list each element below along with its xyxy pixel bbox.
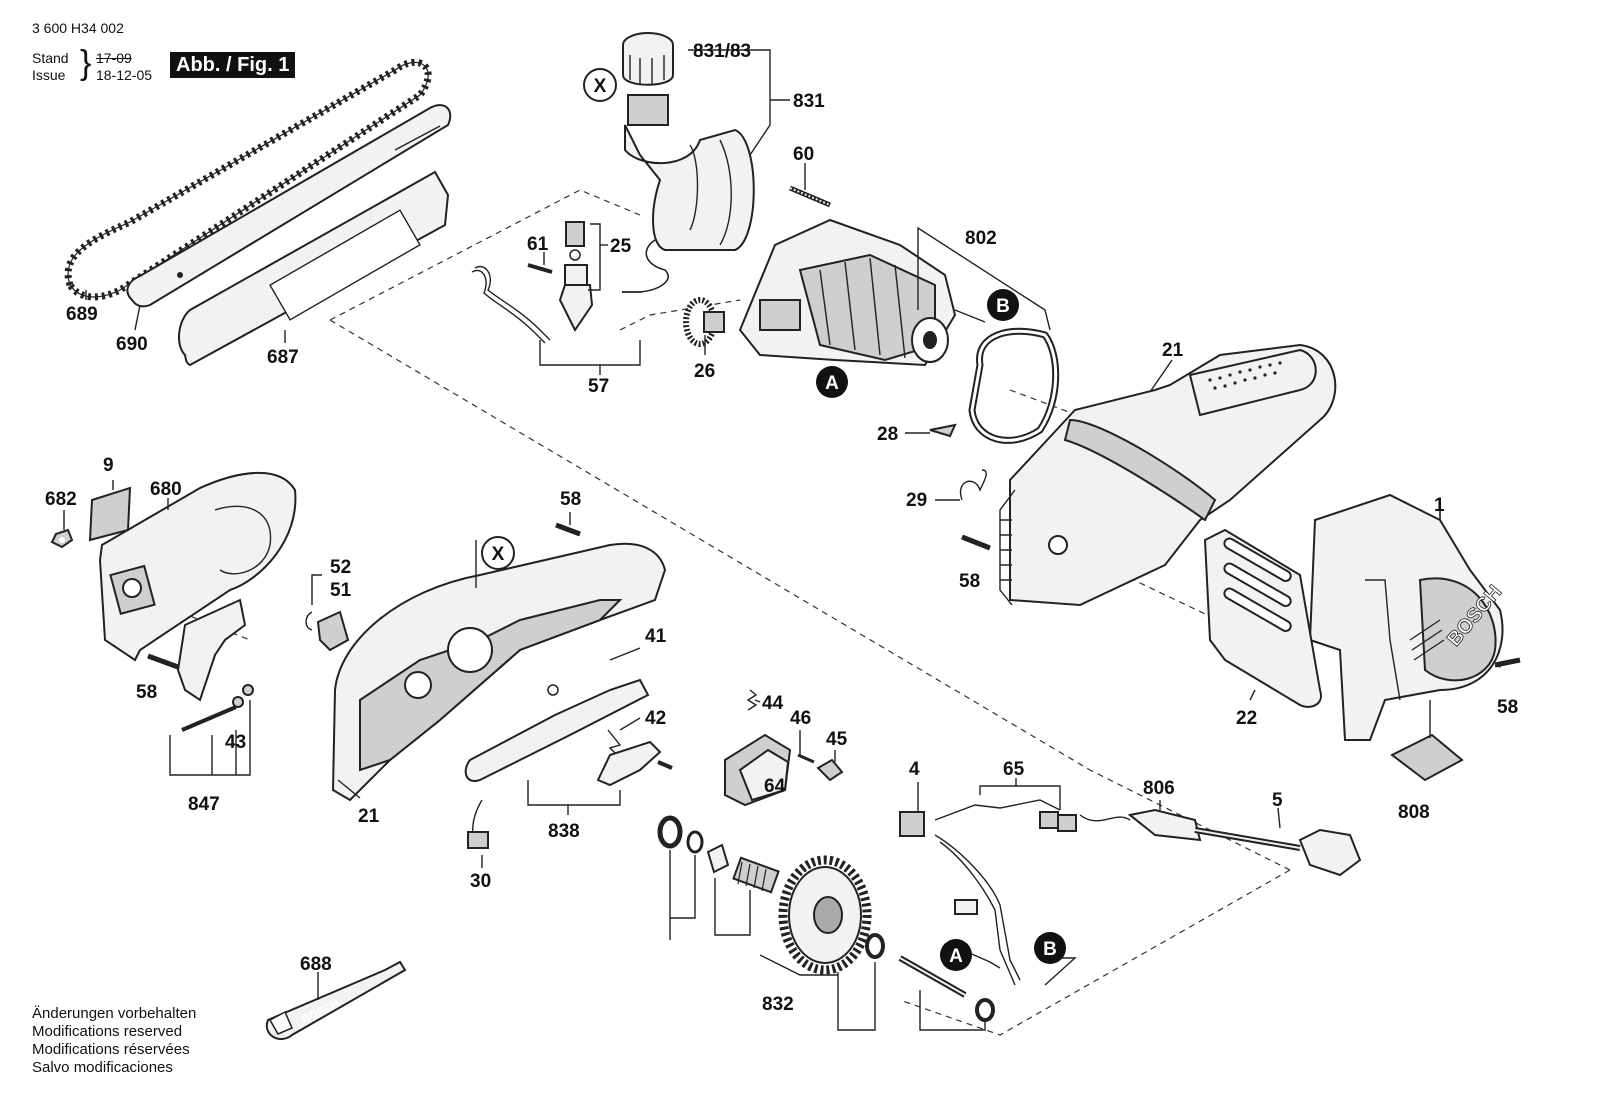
label-806: 806	[1143, 778, 1175, 799]
gasket	[917, 226, 1060, 444]
screw-60	[789, 185, 831, 208]
callout-markers: X X A B A B	[481, 68, 1066, 971]
handle-housing	[999, 343, 1337, 607]
saw-chain	[64, 58, 432, 301]
gear-train	[657, 815, 995, 1031]
label-682: 682	[45, 489, 77, 510]
label-688: 688	[300, 954, 332, 975]
oil-tank-assembly	[622, 32, 790, 251]
label-30: 30	[470, 871, 491, 892]
housing-half	[331, 522, 667, 802]
brace-symbol: }	[80, 44, 92, 82]
label-808: 808	[1398, 802, 1430, 823]
label-58-cover: 58	[560, 489, 581, 510]
label-43: 43	[225, 732, 246, 753]
label-60: 60	[793, 144, 814, 165]
label-5: 5	[1272, 790, 1283, 811]
note-de: Änderungen vorbehalten	[32, 1005, 197, 1022]
sprocket-cover	[50, 471, 297, 662]
label-4: 4	[909, 759, 920, 780]
clamp-nut	[305, 574, 350, 652]
label-690: 690	[116, 334, 148, 355]
label-838: 838	[548, 821, 580, 842]
label-22: 22	[1236, 708, 1257, 729]
label-689: 689	[66, 304, 98, 325]
side-cover	[1203, 528, 1322, 708]
label-687: 687	[267, 347, 299, 368]
a-marker-motor: A	[825, 373, 839, 394]
note-en: Modifications reserved	[32, 1023, 183, 1040]
chain-guard	[178, 170, 450, 367]
note-es: Salvo modificaciones	[32, 1059, 173, 1076]
combination-key: BOSCH	[265, 960, 407, 1040]
document-number: 3 600 H34 002	[32, 20, 124, 36]
leader-lines	[63, 163, 1441, 762]
label-831-83: 831/83	[693, 41, 751, 62]
b-marker-motor: B	[996, 296, 1010, 317]
note-fr: Modifications réservées	[32, 1041, 190, 1058]
old-date: 17-09	[96, 50, 132, 66]
brake-lever	[464, 678, 673, 868]
label-25: 25	[610, 236, 632, 257]
part-labels: 831/83 831 60 802 61 25 57 26 689 690 68…	[45, 41, 1518, 1015]
motor	[738, 218, 957, 367]
switch-assembly	[724, 689, 844, 807]
small-parts-mid	[929, 423, 991, 551]
pinion-gear	[683, 297, 725, 347]
label-1: 1	[1434, 495, 1445, 516]
label-29: 29	[906, 490, 927, 511]
label-61: 61	[527, 234, 549, 255]
label-832: 832	[762, 994, 794, 1015]
rating-label	[1390, 700, 1464, 782]
label-847: 847	[188, 794, 220, 815]
label-58-right: 58	[1497, 697, 1518, 718]
label-52: 52	[330, 557, 351, 578]
label-680: 680	[150, 479, 182, 500]
label-831: 831	[793, 91, 825, 112]
label-44: 44	[762, 693, 784, 714]
a-marker-wiring: A	[949, 946, 963, 967]
label-21-low: 21	[358, 806, 380, 827]
stand-label: Stand	[32, 50, 69, 66]
modification-notes: Änderungen vorbehalten Modifications res…	[32, 1005, 196, 1077]
wiring-harness	[899, 778, 1077, 986]
label-9: 9	[103, 455, 114, 476]
motor-housing: BOSCH	[1308, 493, 1521, 741]
label-42: 42	[645, 708, 666, 729]
label-64: 64	[764, 776, 786, 797]
label-46: 46	[790, 708, 811, 729]
label-45: 45	[826, 729, 848, 750]
label-26: 26	[694, 361, 715, 382]
x-marker-housing: X	[492, 544, 505, 565]
oil-pump	[471, 221, 669, 375]
chain-brake-left	[147, 598, 254, 776]
label-51: 51	[330, 580, 352, 601]
label-802: 802	[965, 228, 997, 249]
b-marker-wiring: B	[1043, 939, 1057, 960]
label-65: 65	[1003, 759, 1025, 780]
label-28: 28	[877, 424, 898, 445]
label-58-mid: 58	[959, 571, 980, 592]
label-57: 57	[588, 376, 609, 397]
issue-date: 18-12-05	[96, 67, 153, 83]
issue-label: Issue	[32, 67, 66, 83]
label-58-left: 58	[136, 682, 157, 703]
figure-tag: Abb. / Fig. 1	[170, 52, 296, 78]
power-cable	[1079, 800, 1362, 877]
x-marker-top: X	[594, 76, 607, 97]
label-21-top: 21	[1162, 340, 1184, 361]
label-41: 41	[645, 626, 667, 647]
